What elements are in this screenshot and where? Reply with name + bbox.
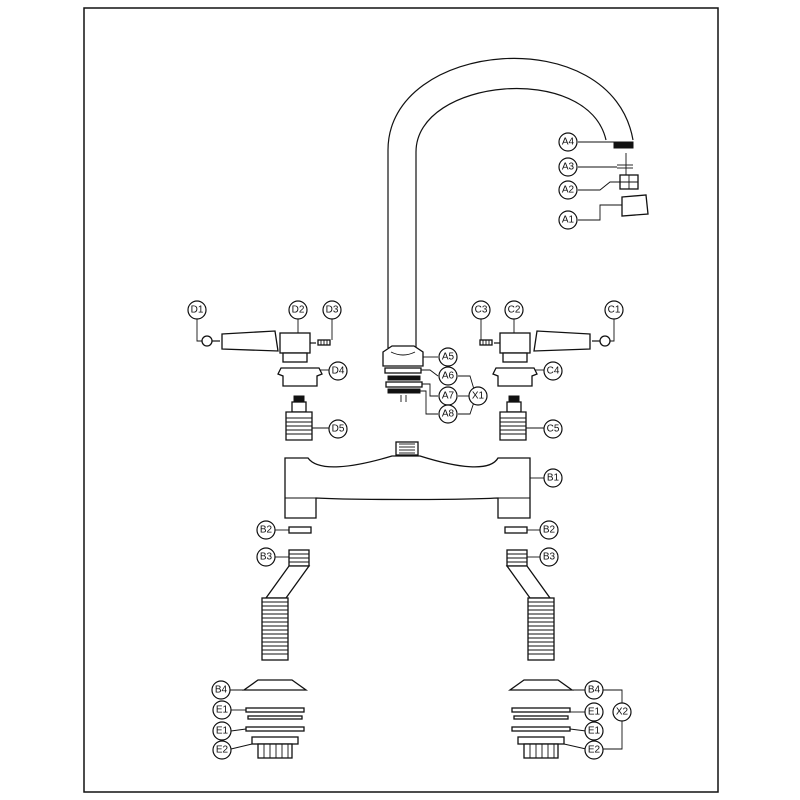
callout-d2: D2 bbox=[288, 300, 308, 320]
callout-b4-right: B4 bbox=[584, 680, 604, 700]
callout-e1-left-top: E1 bbox=[212, 700, 232, 720]
svg-text:E1: E1 bbox=[588, 707, 601, 718]
washer-a3 bbox=[617, 164, 633, 169]
aerator-cap-a1 bbox=[621, 194, 649, 217]
callout-a8: A8 bbox=[438, 404, 458, 424]
callout-a3: A3 bbox=[558, 157, 578, 177]
washers-e1-left bbox=[245, 707, 305, 732]
headwork-c5 bbox=[499, 395, 527, 441]
callout-e1-right-bottom: E1 bbox=[584, 721, 604, 741]
drawing-border bbox=[83, 7, 719, 793]
callout-e2-right: E2 bbox=[584, 740, 604, 760]
backnut-b4-right bbox=[507, 679, 575, 691]
spout-base-assembly bbox=[382, 345, 424, 402]
callout-e2-left: E2 bbox=[212, 740, 232, 760]
callout-b4-left: B4 bbox=[211, 680, 231, 700]
callout-c3: C3 bbox=[471, 300, 491, 320]
svg-text:A1: A1 bbox=[562, 215, 575, 226]
insert-a2 bbox=[619, 153, 639, 190]
washers-e1-right bbox=[511, 707, 571, 732]
svg-text:D1: D1 bbox=[191, 305, 204, 316]
svg-text:D4: D4 bbox=[332, 366, 345, 377]
callout-e1-right-top: E1 bbox=[584, 702, 604, 722]
svg-text:B2: B2 bbox=[260, 525, 273, 536]
callout-e1-left-bottom: E1 bbox=[212, 721, 232, 741]
left-handle-d bbox=[201, 330, 331, 363]
nut-e2-right bbox=[517, 736, 565, 759]
callout-a2: A2 bbox=[558, 180, 578, 200]
svg-text:X1: X1 bbox=[472, 391, 485, 402]
svg-text:C1: C1 bbox=[608, 305, 621, 316]
svg-text:A6: A6 bbox=[442, 371, 455, 382]
callout-d3: D3 bbox=[322, 300, 342, 320]
callout-d5: D5 bbox=[328, 419, 348, 439]
callout-c2: C2 bbox=[504, 300, 524, 320]
svg-text:B2: B2 bbox=[543, 525, 556, 536]
callout-b2-right: B2 bbox=[539, 520, 559, 540]
aerator-a4 bbox=[613, 141, 634, 149]
callout-a5: A5 bbox=[438, 347, 458, 367]
headwork-d5 bbox=[285, 395, 313, 441]
svg-text:C4: C4 bbox=[547, 366, 560, 377]
svg-text:A3: A3 bbox=[562, 162, 575, 173]
callout-a4: A4 bbox=[558, 132, 578, 152]
tail-b3-right bbox=[505, 549, 555, 661]
callout-x2: X2 bbox=[612, 702, 632, 722]
svg-text:A2: A2 bbox=[562, 185, 575, 196]
callout-x1: X1 bbox=[468, 386, 488, 406]
right-handle-c bbox=[479, 330, 611, 363]
callout-c5: C5 bbox=[543, 419, 563, 439]
callout-a7: A7 bbox=[438, 386, 458, 406]
backnut-b4-left bbox=[241, 679, 309, 691]
svg-text:X2: X2 bbox=[616, 707, 629, 718]
svg-text:D2: D2 bbox=[292, 305, 305, 316]
callout-d4: D4 bbox=[328, 361, 348, 381]
svg-text:B3: B3 bbox=[260, 552, 273, 563]
tail-b3-left bbox=[261, 549, 311, 661]
svg-text:B4: B4 bbox=[215, 685, 228, 696]
svg-text:E2: E2 bbox=[588, 745, 601, 756]
svg-text:B1: B1 bbox=[547, 473, 560, 484]
svg-text:E1: E1 bbox=[216, 705, 229, 716]
svg-text:B4: B4 bbox=[588, 685, 601, 696]
callout-b3-right: B3 bbox=[539, 547, 559, 567]
svg-text:A8: A8 bbox=[442, 409, 455, 420]
svg-text:D5: D5 bbox=[332, 424, 345, 435]
callout-d1: D1 bbox=[187, 300, 207, 320]
svg-text:C3: C3 bbox=[475, 305, 488, 316]
callout-c4: C4 bbox=[543, 361, 563, 381]
callout-a1: A1 bbox=[558, 210, 578, 230]
callout-b1: B1 bbox=[543, 468, 563, 488]
callout-b3-left: B3 bbox=[256, 547, 276, 567]
leader-lines bbox=[196, 141, 623, 750]
tap-body-b1 bbox=[284, 441, 531, 519]
svg-text:A7: A7 bbox=[442, 391, 455, 402]
svg-text:D3: D3 bbox=[326, 305, 339, 316]
callout-c1: C1 bbox=[604, 300, 624, 320]
svg-text:B3: B3 bbox=[543, 552, 556, 563]
tail-thread-left bbox=[262, 601, 288, 655]
svg-text:C2: C2 bbox=[508, 305, 521, 316]
washer-b2-left bbox=[288, 526, 312, 534]
svg-text:E1: E1 bbox=[216, 726, 229, 737]
svg-text:A4: A4 bbox=[562, 137, 575, 148]
callout-b2-left: B2 bbox=[256, 520, 276, 540]
washer-b2-right bbox=[504, 526, 528, 534]
svg-text:C5: C5 bbox=[547, 424, 560, 435]
svg-text:E1: E1 bbox=[588, 726, 601, 737]
callout-a6: A6 bbox=[438, 366, 458, 386]
svg-text:A5: A5 bbox=[442, 352, 455, 363]
shroud-d4 bbox=[277, 367, 323, 387]
tail-thread-right bbox=[528, 601, 554, 655]
shroud-c4 bbox=[492, 367, 538, 387]
nut-e2-left bbox=[251, 736, 299, 759]
svg-text:E2: E2 bbox=[216, 745, 229, 756]
